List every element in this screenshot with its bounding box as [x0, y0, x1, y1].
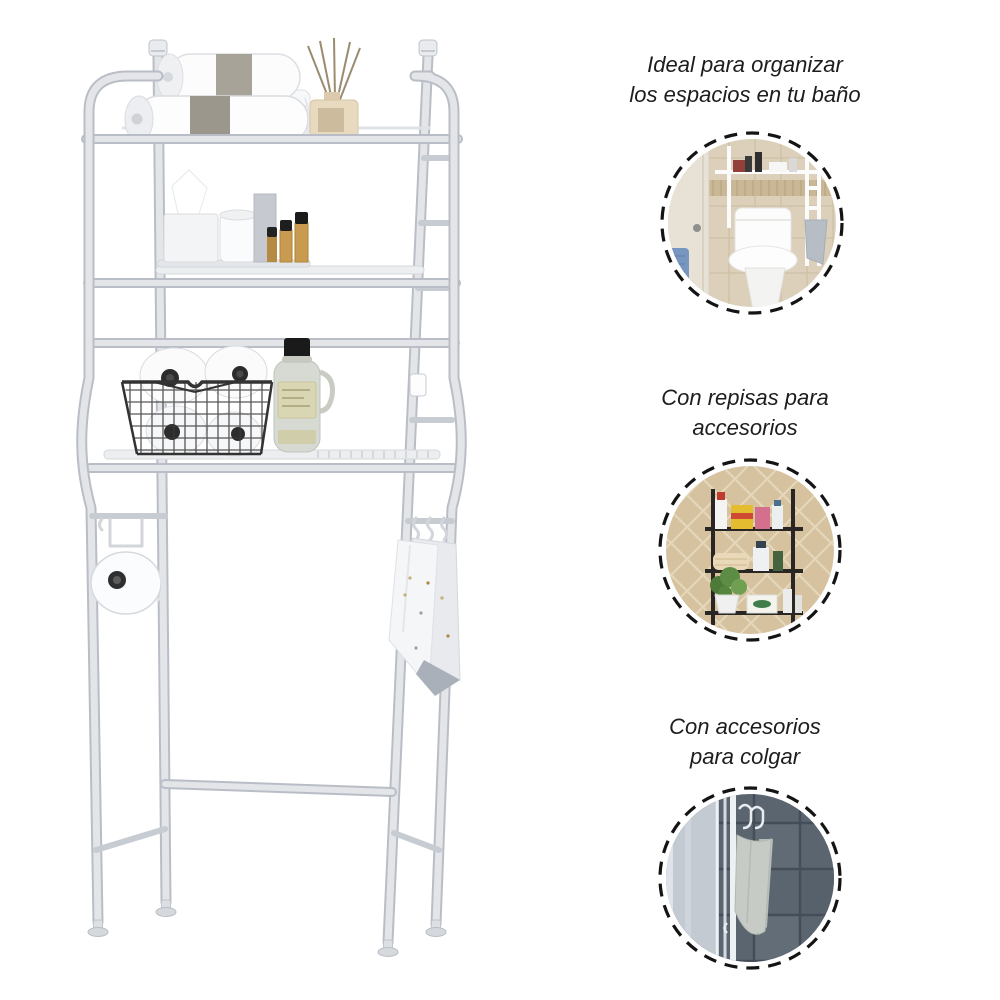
middle-shelf-rail: [83, 278, 461, 348]
black-shelf-rack-accessories-photo: [655, 455, 845, 645]
wire-basket-toilet-paper: [120, 345, 274, 457]
towel-hanging-on-hooks-photo: [655, 783, 845, 973]
hanging-towel-scene: [666, 794, 834, 962]
callout-organize-text: Ideal para organizar los espacios en tu …: [570, 50, 920, 110]
toilet-paper-holder: [89, 513, 168, 615]
callout-line: para colgar: [689, 744, 801, 769]
product-photo-over-toilet-rack: [58, 37, 518, 978]
callout-shelves-text: Con repisas para accesorios: [595, 383, 895, 443]
bathroom-rack-over-toilet-photo: [657, 128, 847, 318]
bathroom-scene: [668, 139, 836, 307]
bottom-braces: [93, 779, 442, 853]
cosmetic-bottles: [267, 212, 309, 263]
side-clip-plate: [409, 373, 427, 397]
rolled-towel-back: [156, 53, 301, 101]
over-toilet-rack-illustration: [58, 37, 518, 957]
hanging-hooks-cloth: [388, 516, 461, 696]
callout-line: Con repisas para: [661, 385, 829, 410]
dashed-circle-border: [658, 786, 842, 970]
callout-line: los espacios en tu baño: [629, 82, 861, 107]
callout-line: accesorios: [692, 415, 798, 440]
adjustable-feet: [87, 899, 447, 957]
dashed-circle-border: [658, 458, 842, 642]
white-canister: [219, 209, 257, 263]
reed-diffuser: [307, 37, 361, 139]
detergent-bottle: [273, 338, 335, 453]
tissue-box: [163, 169, 219, 263]
dashed-circle-border: [660, 131, 844, 315]
accessory-rack-scene: [666, 466, 834, 634]
callout-hanging-text: Con accesorios para colgar: [595, 712, 895, 772]
post-caps: [148, 39, 438, 57]
callout-line: Ideal para organizar: [647, 52, 843, 77]
callout-line: Con accesorios: [669, 714, 821, 739]
